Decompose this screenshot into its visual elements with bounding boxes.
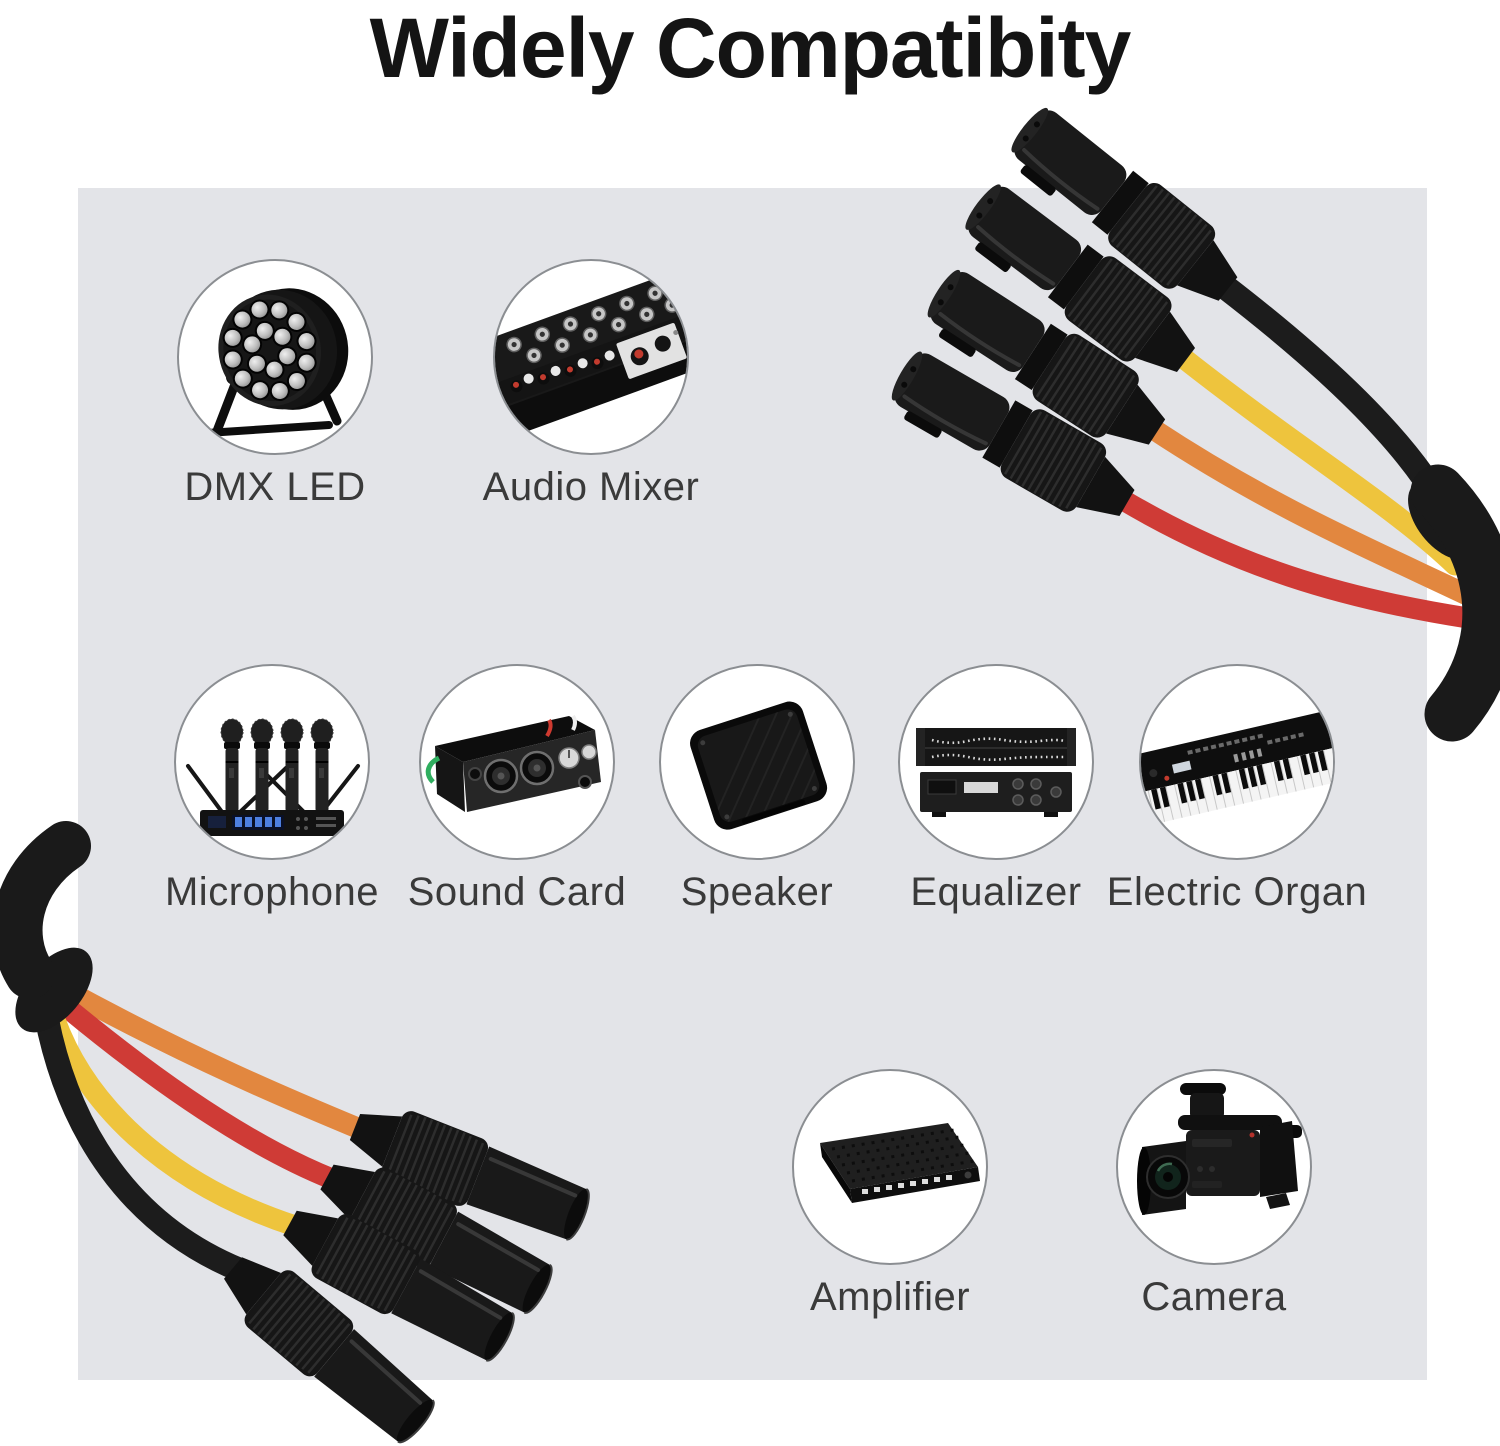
item-speaker: Speaker — [617, 664, 897, 915]
item-audio-mixer: Audio Mixer — [451, 259, 731, 510]
audio-mixer-circle — [493, 259, 689, 455]
trunk-cable — [0, 821, 91, 999]
page-title: Widely Compatibity — [369, 1, 1132, 95]
item-label: Audio Mixer — [482, 465, 700, 509]
speaker-circle — [659, 664, 855, 860]
item-label: Amplifier — [809, 1275, 971, 1319]
trunk-cable — [1410, 464, 1500, 742]
audio-mixer-photo — [495, 274, 687, 436]
item-electric-organ: Electric Organ — [1097, 664, 1377, 915]
item-sound-card: Sound Card — [377, 664, 657, 915]
item-label: Electric Organ — [1106, 870, 1368, 914]
item-label: Microphone — [164, 870, 379, 914]
speaker-photo — [690, 701, 828, 830]
microphone-circle — [174, 664, 370, 860]
camera-photo — [1137, 1083, 1302, 1215]
item-equalizer: Equalizer — [856, 664, 1136, 915]
sound-card-photo — [425, 714, 601, 812]
electric-organ-circle — [1139, 664, 1335, 860]
dmx-led-photo — [203, 288, 349, 437]
amplifier-circle — [792, 1069, 988, 1265]
microphone-photo — [186, 718, 360, 836]
item-label: Camera — [1141, 1275, 1287, 1319]
item-label: DMX LED — [184, 465, 366, 509]
item-microphone: Microphone — [132, 664, 412, 915]
camera-circle — [1116, 1069, 1312, 1265]
item-dmx-led: DMX LED — [135, 259, 415, 510]
item-camera: Camera — [1074, 1069, 1354, 1320]
dmx-led-circle — [177, 259, 373, 455]
equalizer-photo — [916, 728, 1076, 817]
electric-organ-photo — [1141, 709, 1333, 826]
amplifier-photo — [820, 1123, 980, 1203]
sound-card-circle — [419, 664, 615, 860]
item-label: Speaker — [680, 870, 834, 914]
equalizer-circle — [898, 664, 1094, 860]
item-label: Sound Card — [407, 870, 627, 914]
item-amplifier: Amplifier — [750, 1069, 1030, 1320]
item-label: Equalizer — [910, 870, 1082, 914]
